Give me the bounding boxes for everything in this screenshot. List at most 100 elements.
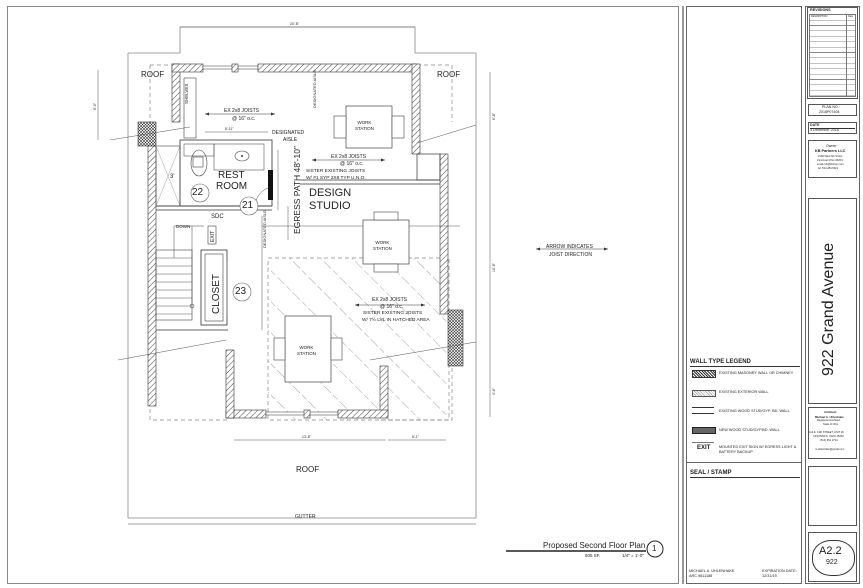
legend-title-underline [690, 366, 800, 367]
legend-label-new: NEW WOOD STUD/GYP.BD. WALL [719, 428, 780, 432]
drawing-sheet-border-inner [682, 6, 684, 584]
drawing-scale: 1/4" = 1'-0" [622, 553, 644, 558]
legend-swatch-stud [692, 407, 714, 414]
legend-label-exit: MOUNTED EXIT SIGN W/ EGRESS LIGHT & BATT… [719, 445, 797, 454]
detail-number: 1 [652, 544, 657, 553]
joists-hatch-oc: @ 16" o.c. [380, 304, 404, 310]
project-name: 922 Grand Avenue [820, 242, 837, 376]
owner-email: email: kb@kbprop.com [817, 163, 844, 166]
dim-right-3: 4'-6" [492, 388, 496, 395]
legend-label-exterior: EXISTING EXTERIOR WALL [719, 390, 769, 394]
revisions-header-desc: DESCRIPTION [811, 15, 828, 18]
architect-address-1: 114 E. 13th STREET, UNIT 2F [809, 431, 844, 434]
dim-right-2: 10'-6" [492, 263, 496, 272]
workstation-label-2: WORK STATION [373, 240, 392, 251]
revisions-col-divider [846, 14, 847, 97]
architect-address-2: CINCINNATI, OHIO 45202 [813, 435, 844, 438]
dim-bottom-1: 13'-8" [302, 435, 311, 439]
drawing-title: Proposed Second Floor Plan [543, 541, 646, 550]
owner-name: KB Partners LLC [815, 149, 846, 153]
plan-no-value: 2018P07408 [819, 110, 840, 114]
architect-title-2: State of Ohio [823, 423, 839, 426]
designated-aisle-label-b: AISLE [283, 137, 298, 143]
sister-mid-line1: SISTER EXISTING JOISTS [306, 169, 366, 174]
date-value: 4 December 2018 [810, 128, 839, 132]
exit-sign-label: EXIT [210, 230, 216, 242]
joists-top-label: EX 2x8 JOISTS [224, 108, 260, 114]
legend-swatch-exterior [692, 390, 716, 397]
dim-top: 20'-8" [290, 22, 299, 26]
date-underline [810, 127, 855, 129]
egress-path-label: EGRESS PATH 48'-10" [292, 146, 302, 234]
drawing-sheet-border [7, 6, 679, 584]
legend-exit-arrows [692, 442, 714, 446]
joists-mid-label: EX 2x8 JOISTS [331, 154, 367, 160]
dim-shelves: 8'-11" [225, 127, 234, 131]
sister-mid-line2: W/ #1 SYP 2X8 TYP U.N.O. [306, 176, 366, 181]
seal-architect-name: MICHAEL A. UHLENHAKE [689, 569, 735, 573]
roof-label-bottom: ROOF [296, 465, 320, 474]
restroom-label-2: ROOM [216, 181, 248, 192]
designated-aisle-vertical-top: DESIGNATED AISLE [312, 70, 317, 108]
arrow-note-line2: JOIST DIRECTION [549, 252, 592, 258]
design-studio-label-1: DESIGN [309, 187, 352, 199]
down-label: DOWN [176, 224, 191, 229]
dim-bottom-2: 6'-1" [412, 435, 419, 439]
designated-aisle-vertical-mid: DESIGNATED AISLE [262, 210, 267, 248]
legend-swatch-masonry [692, 370, 716, 378]
seal-license: ARC.9811188 [689, 574, 713, 578]
owner-address-1: 2106 West 6th Street [818, 155, 843, 158]
workstation-label-1: WORK STATION [355, 120, 374, 131]
architect-label: Architect: [824, 410, 838, 414]
project-name-box [808, 198, 857, 404]
legend-title: WALL TYPE LEGEND [690, 359, 751, 365]
owner-box [808, 140, 857, 178]
owner-address-2: Cincinnati Ohio 45204 [817, 159, 843, 162]
workstation-label-3: WORK STATION [297, 345, 316, 356]
sister-hatch-line2: W/ 7½ LVL IN HATCHED AREA [362, 318, 430, 323]
architect-phone: (513) 961 2724 [820, 439, 838, 442]
sheet-sub: 922 [826, 559, 838, 566]
seal-title: SEAL / STAMP [690, 470, 732, 476]
architect-title-1: Registered Architect [817, 419, 841, 422]
sheet-number: A2.2 [819, 545, 842, 557]
drawing-area: 605 SF. [585, 553, 601, 558]
designated-aisle-label: DESIGNATED [272, 130, 305, 136]
architect-box [808, 407, 857, 459]
titleblock-border [805, 6, 860, 584]
joists-top-oc: @ 16" o.c. [232, 116, 256, 122]
roof-label-top-right: ROOF [437, 70, 461, 79]
legend-swatch-new [692, 427, 716, 434]
owner-tel: tel: 513.284.6621 [818, 167, 839, 170]
dim-right-1: 6'-8" [492, 113, 496, 120]
roof-label-top-left: ROOF [141, 70, 165, 79]
plan-no-box [808, 104, 857, 116]
revisions-table [809, 14, 856, 97]
dim-left: 6'-0" [93, 103, 97, 110]
design-studio-label-2: STUDIO [309, 200, 351, 212]
room-number-21: 21 [242, 200, 254, 211]
date-label: DATE [810, 123, 820, 127]
revisions-header-date: Date [848, 15, 854, 18]
joists-mid-oc: @ 16" o.c. [340, 161, 364, 167]
legend-label-stud: EXISTING WOOD STUD/GYP. BD. WALL [719, 409, 790, 413]
legend-divider [686, 462, 802, 463]
seal-expiration-value: 12/31/19 [762, 574, 777, 578]
room-number-23: 23 [235, 286, 247, 297]
room-number-22: 22 [192, 187, 204, 198]
restroom-label-1: REST [218, 170, 245, 181]
legend-exit-symbol: EXIT [697, 445, 711, 451]
sister-hatch-line1: SISTER EXISTING JOISTS [363, 311, 423, 316]
architect-name: Michael A. Uhlenhake [815, 415, 844, 419]
joists-hatch-label: EX 2x8 JOISTS [372, 297, 408, 303]
owner-label: Owner: [826, 144, 838, 148]
legend-label-masonry: EXISTING MASONRY WALL OR CHIMNEY [719, 371, 794, 375]
architect-email: m.uhlenhake@gmail.com [815, 448, 845, 451]
arrow-note-line1: ARROW INDICATES [546, 244, 593, 250]
dim-3ft: 3' [170, 174, 175, 180]
closet-label: CLOSET [211, 273, 222, 314]
plan-no-label: PLAN NO.: [822, 105, 840, 109]
sdc-label: SDC [211, 214, 224, 220]
gutter-label: GUTTER [295, 514, 316, 520]
